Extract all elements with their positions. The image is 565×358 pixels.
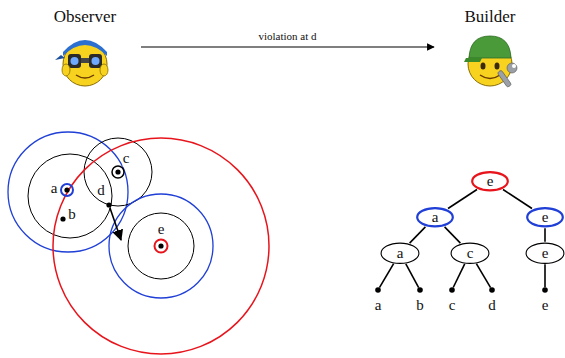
node-label: e [542,209,549,226]
leaf-dot [489,287,495,293]
ellipse-outline [451,243,489,263]
observer-node: Observer [35,2,135,92]
tree-edge [379,264,393,288]
node-label: b [416,297,424,314]
ellipse-outline [527,208,563,226]
edge-label: violation at d [256,30,318,42]
center-ring [112,166,124,178]
point [158,243,163,248]
black-circle [128,213,194,279]
tree-edge [410,227,426,243]
tree-edge [453,264,464,288]
ellipse-outline [417,208,453,226]
tree-node: e [525,206,565,229]
blue-circle [109,194,213,298]
point-label: c [123,150,130,167]
leaf-node: b [411,286,429,316]
leaf-node: e [536,286,554,316]
tree-edge [503,190,532,209]
node-label: a [397,245,404,262]
leaf-node: c [443,286,461,316]
tree-node: a [380,242,420,265]
node-label: c [449,297,456,314]
point [64,187,69,192]
tree-edge [544,228,546,242]
node-label: a [375,297,382,314]
black-circle [28,154,112,238]
tree-edge [476,264,490,288]
leaf-dot-svg [483,286,501,296]
point [60,216,65,221]
builder-icon [464,36,517,88]
leaf-dot-svg [536,286,554,296]
points [60,169,163,248]
node-label: e [542,245,549,262]
node-label: e [542,297,549,314]
leaf-dot-svg [411,286,429,296]
point-label: e [158,221,165,238]
tree-edge [544,264,546,287]
ellipse-outline [526,243,564,263]
tree-edge [445,227,461,243]
node-label: Builder [465,8,516,27]
ellipse-outline [381,243,419,263]
leaf-dot [542,287,548,293]
center-ring [61,184,73,196]
builder-node: Builder [440,2,540,92]
leaf-dot-svg [443,286,461,296]
tree-edge [448,190,477,209]
point [106,202,111,207]
move-arrow [110,208,121,240]
red-circle [53,138,269,354]
observer-icon [55,40,108,86]
leaf-dot [417,287,423,293]
leaf-dot-svg [369,286,387,296]
point-label: b [68,206,76,223]
tree-node: a [415,206,455,229]
node-label: a [432,209,439,226]
node-label: Observer [54,8,116,27]
node-label: e [487,173,494,190]
tree-node: e [470,170,510,193]
point [115,169,120,174]
message-arrow [141,46,434,47]
tree-edge [406,264,419,288]
center-ring [155,240,168,253]
node-label: d [488,297,496,314]
black-circle [84,138,152,206]
leaf-dot [449,287,455,293]
ellipse-outline [472,172,508,190]
range-circles [8,132,269,354]
tree-node: c [450,242,490,265]
leaf-node: a [369,286,387,316]
leaf-dot [375,287,381,293]
point-label: d [97,182,105,199]
point-label: a [51,180,58,197]
tree-node: e [525,242,565,265]
leaf-node: d [483,286,501,316]
node-label: c [467,245,474,262]
